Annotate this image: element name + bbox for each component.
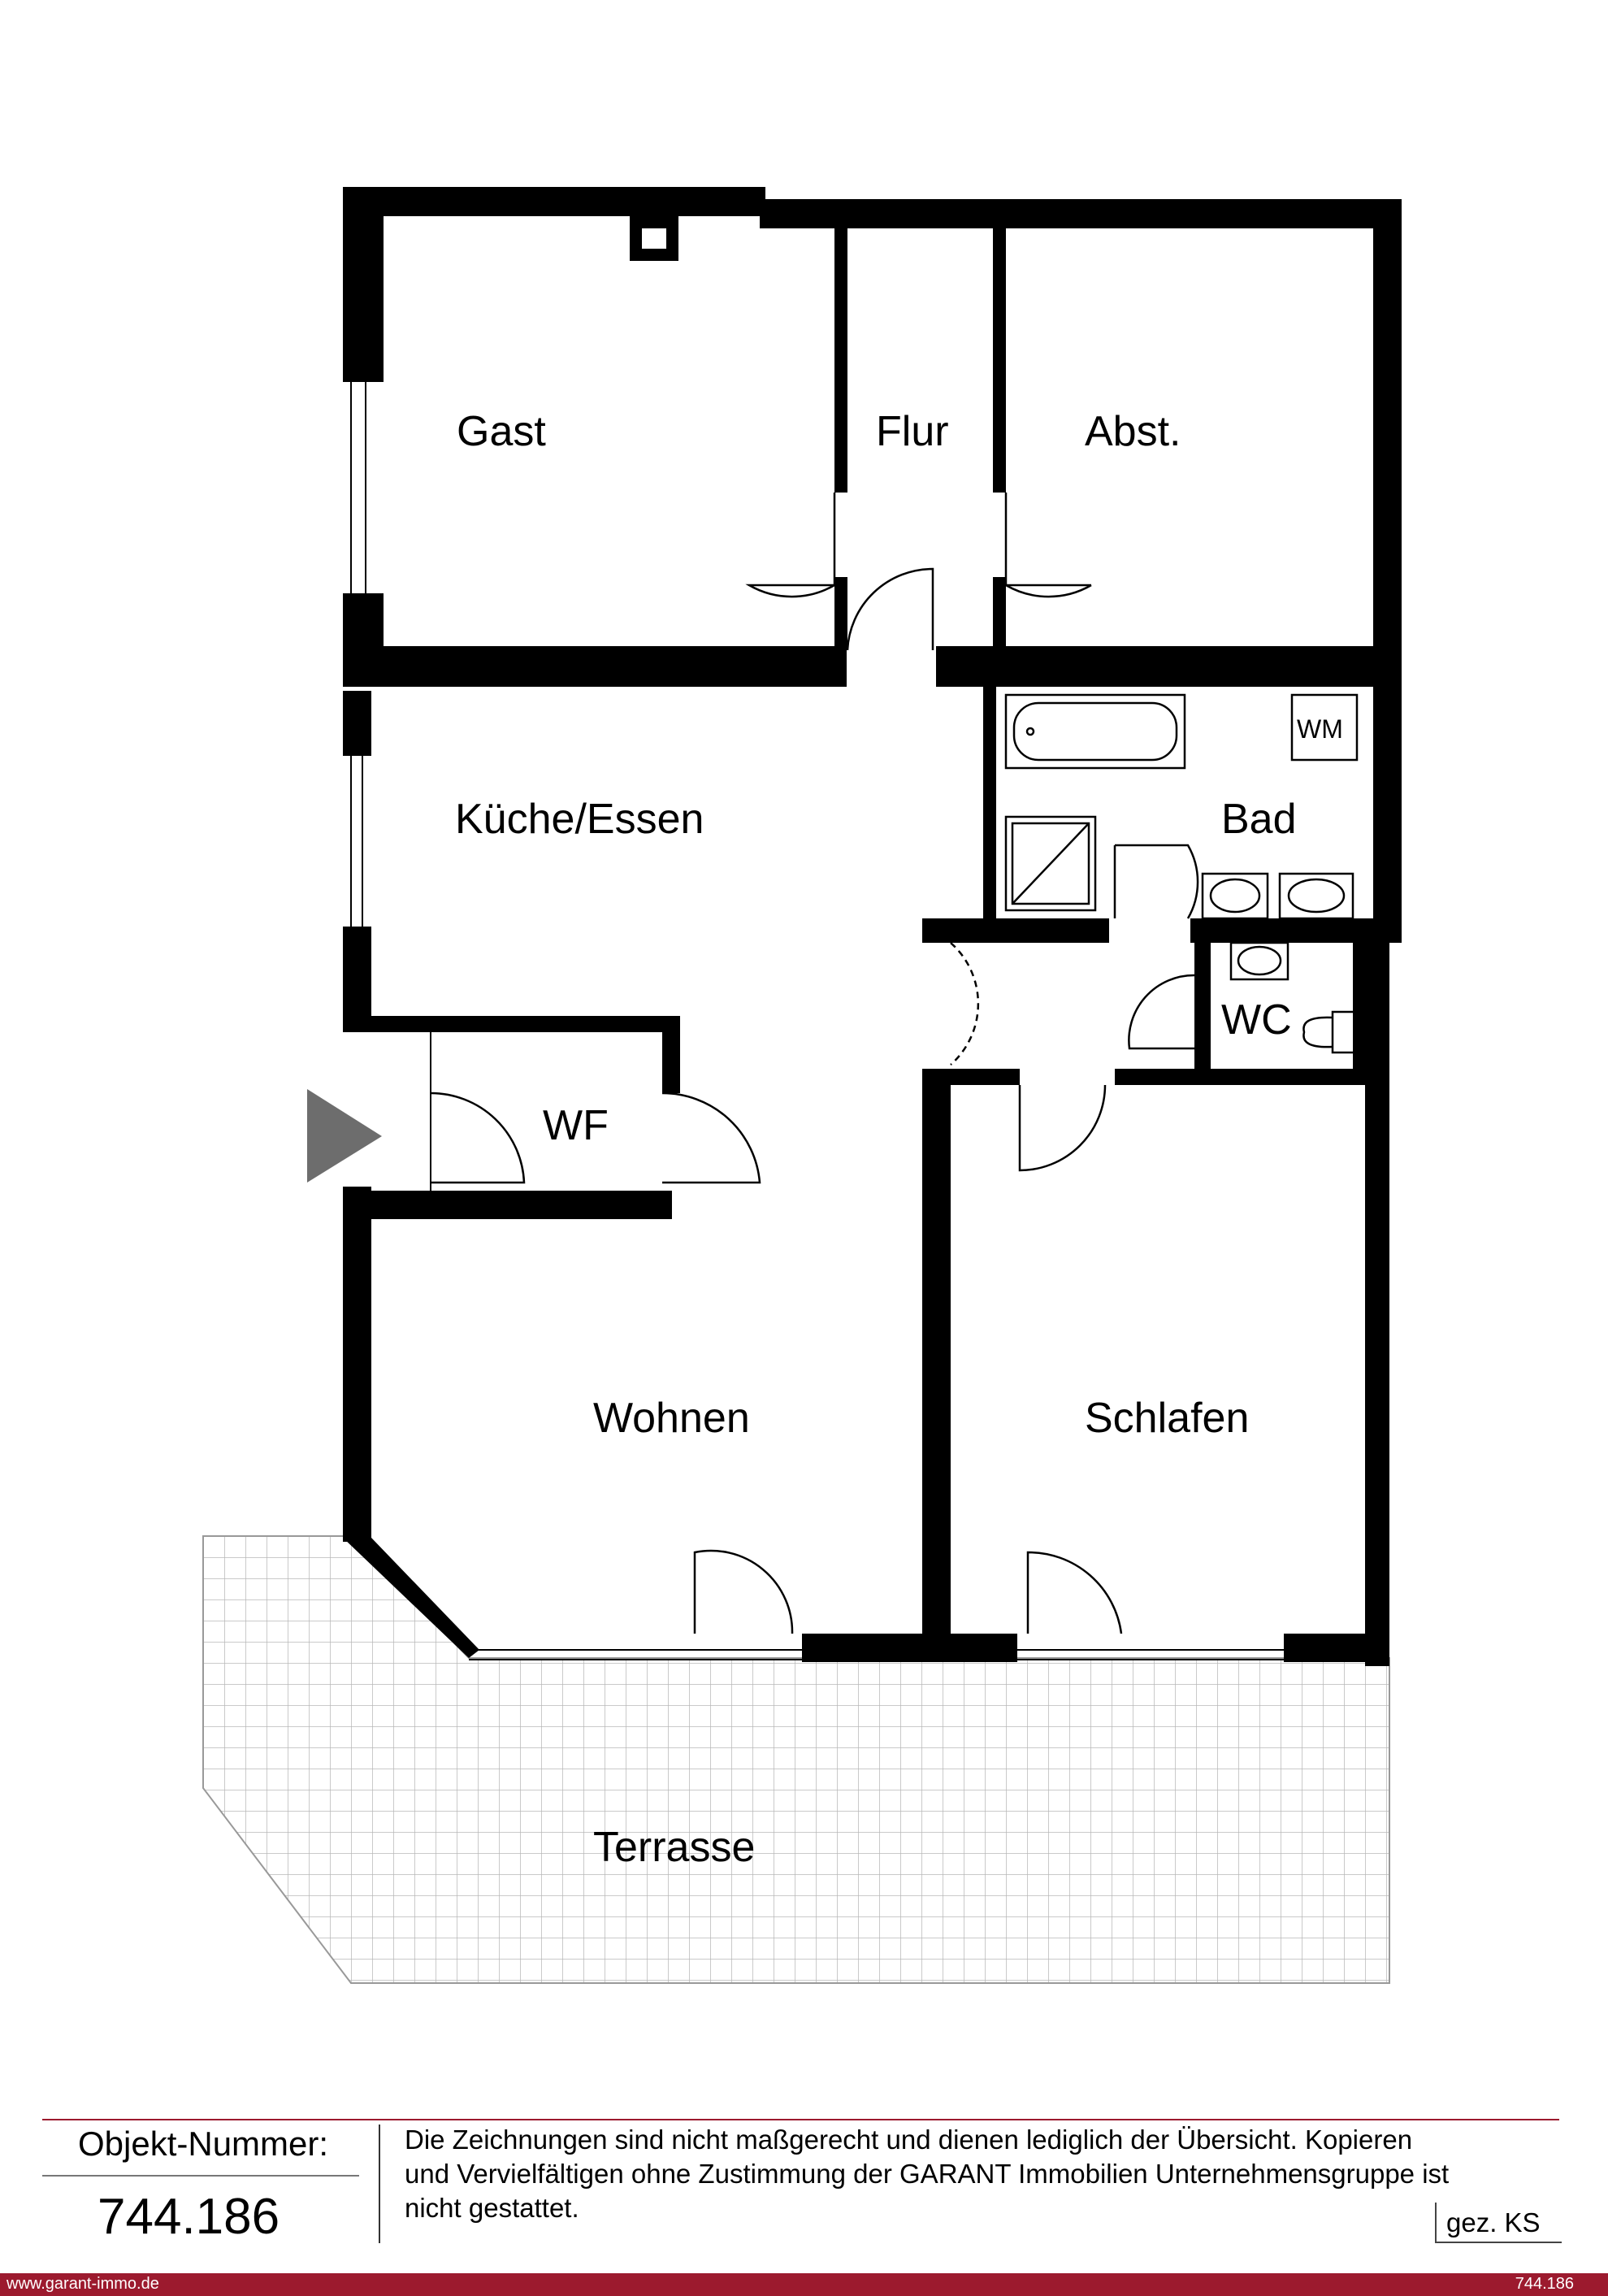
room-label-bad: Bad [1221,796,1297,843]
signature-box: gez. KS [1435,2203,1562,2243]
bathtub-icon [1004,693,1186,770]
walls [343,187,1402,1666]
objekt-divider [42,2175,359,2177]
objekt-number: 744.186 [98,2189,280,2245]
footer-divider [379,2125,380,2243]
terrace [202,1535,1390,1984]
room-label-flur: Flur [876,408,949,455]
bathroom-fixtures [1004,693,1359,1054]
room-label-schlafen: Schlafen [1085,1395,1249,1442]
toilet-icon [1331,1010,1357,1054]
room-label-gast: Gast [457,408,546,455]
windows [350,382,1284,1660]
room-label-abst: Abst. [1085,408,1181,455]
sink-icon [1278,872,1354,920]
website-link[interactable]: www.garant-immo.de [7,2275,159,2293]
sink-icon [1201,872,1269,920]
bottom-bar: www.garant-immo.de 744.186 [0,2273,1608,2296]
entrance-arrow-icon [307,1089,382,1183]
footer-rule [42,2119,1559,2120]
room-label-kueche: Küche/Essen [455,796,704,843]
floor-plan: Gast Flur Abst. Küche/Essen Bad WC WF Wo… [202,187,1402,1984]
wc-sink-icon [1229,941,1289,981]
washing-machine-icon [1290,693,1359,762]
washing-machine-label: WM [1297,714,1343,744]
shower-icon [1004,815,1097,912]
disclaimer-text: Die Zeichnungen sind nicht maßgerecht un… [405,2125,1450,2223]
objekt-box: Objekt-Nummer: 744.186 [42,2123,359,2245]
doors [430,493,1199,1634]
room-label-wohnen: Wohnen [593,1395,750,1442]
objekt-label: Objekt-Nummer: [78,2125,329,2163]
room-label-wf: WF [543,1102,609,1149]
reference-number: 744.186 [1515,2275,1574,2293]
room-labels: Gast Flur Abst. Küche/Essen Bad WC WF Wo… [455,408,1343,1871]
room-label-terrasse: Terrasse [593,1824,755,1871]
room-label-wc: WC [1221,996,1292,1044]
signature-text: gez. KS [1446,2207,1541,2237]
